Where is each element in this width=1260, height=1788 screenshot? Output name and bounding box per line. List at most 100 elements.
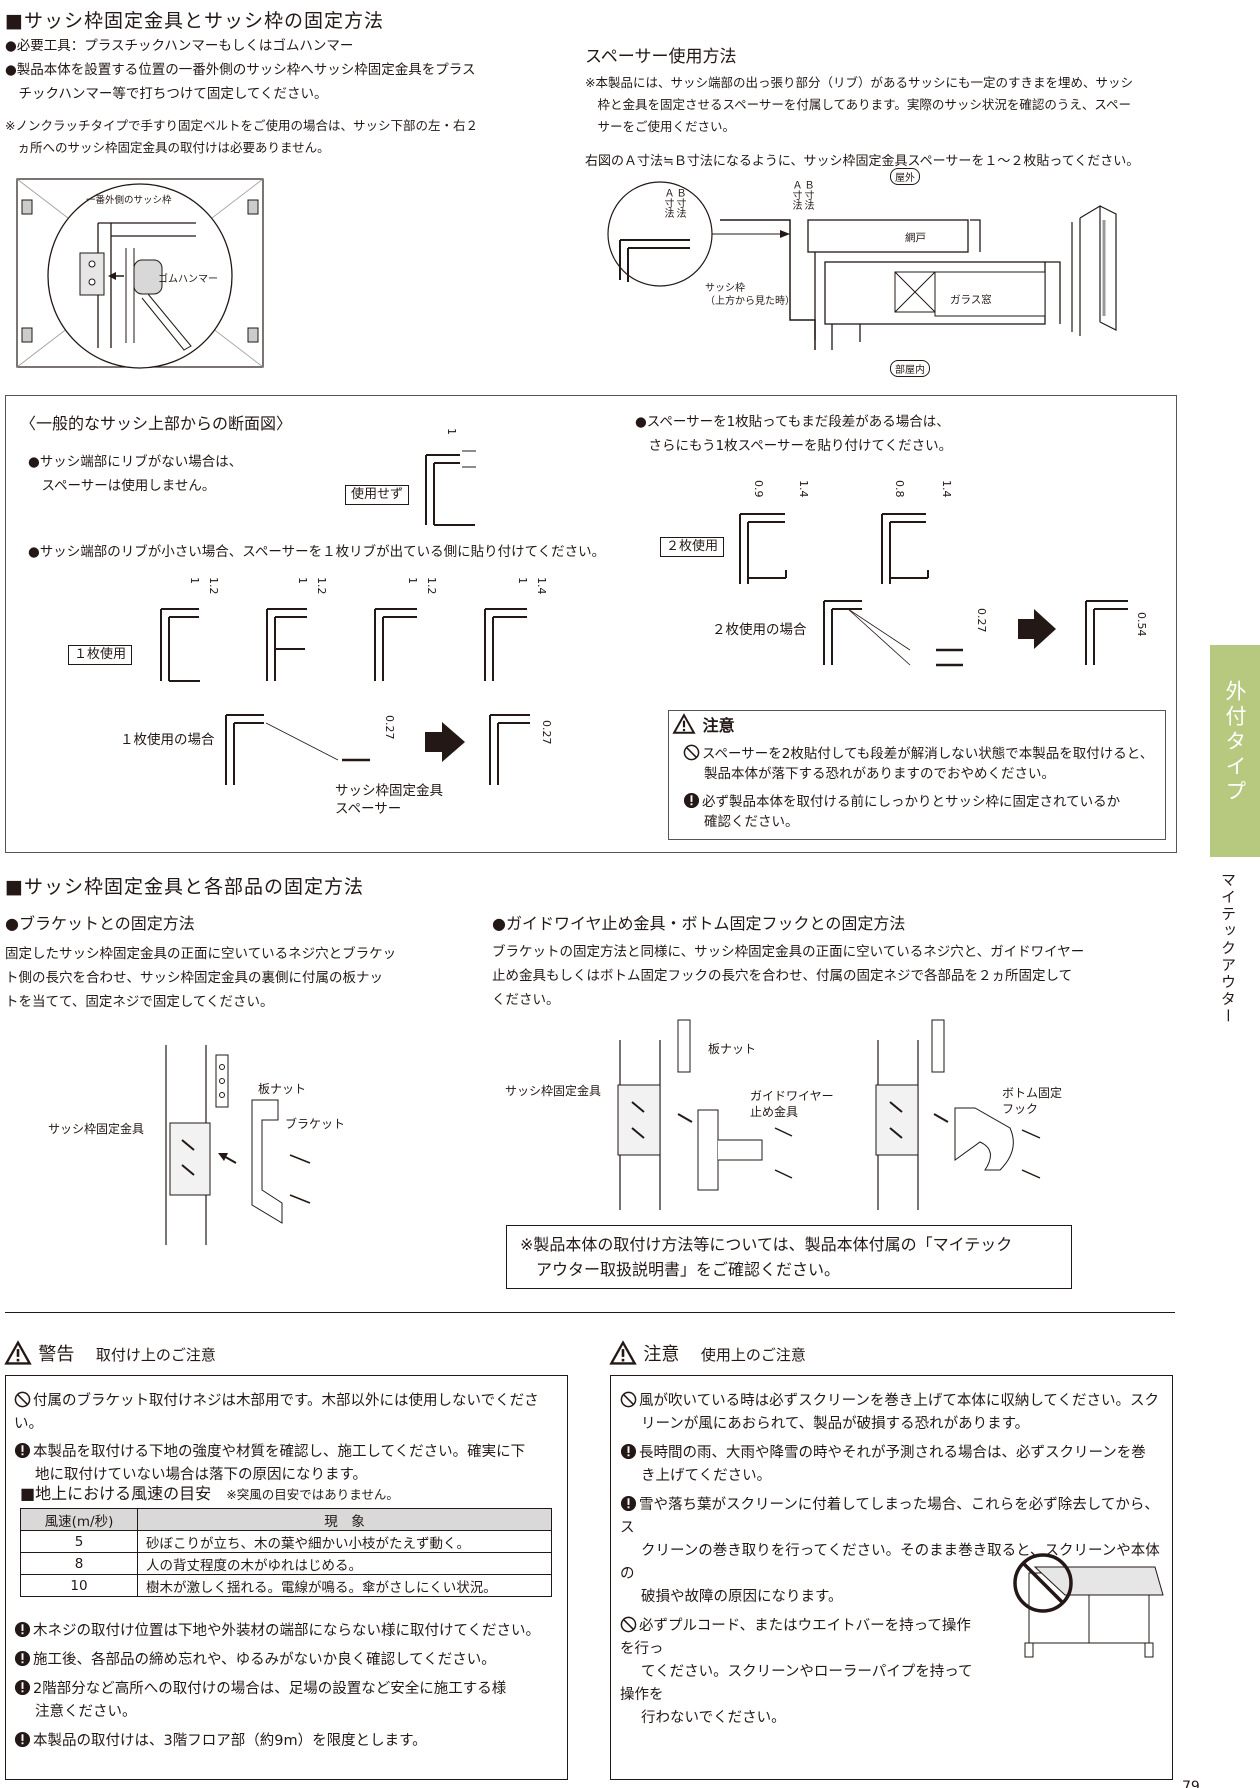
glass-label: ガラス窓 xyxy=(950,294,992,306)
no-rib-text: ●サッシ端部にリブがない場合は、 スペーサーは使用しません。 xyxy=(28,450,242,498)
dim-027-b: 0.27 xyxy=(540,720,553,745)
a-dim-label-circle: Ａ寸法 xyxy=(662,188,673,218)
frame-top-line2: （上方から見た時） xyxy=(705,296,795,307)
dim-a2: 1.2 xyxy=(207,577,220,595)
spacer-note-3: サーをご使用ください。 xyxy=(585,119,736,134)
caution-use-item-1: 風が吹いている時は必ずスクリーンを巻き上げて本体に収納してください。スク リーン… xyxy=(620,1390,1170,1436)
case-two-label: ２枚使用の場合 xyxy=(712,622,807,638)
cross-caution-2a: 必ず製品本体を取付ける前にしっかりとサッシ枠に固定されているか xyxy=(702,794,1121,810)
exclaim-icon xyxy=(14,1442,31,1459)
section1-title: ■サッシ枠固定金具とサッシ枠の固定方法 xyxy=(5,10,384,32)
cross-caution-1a: スペーサーを2枚貼付しても段差が解消しない状態で本製品を取付けると、 xyxy=(702,746,1154,762)
still-step-text: ●スペーサーを1枚貼ってもまだ段差がある場合は、 さらにもう1枚スペーサーを貼り… xyxy=(635,410,952,458)
exclaim-icon xyxy=(620,1443,637,1460)
two-spacer-profiles-svg xyxy=(739,513,929,584)
dim-027-a: 0.27 xyxy=(383,715,396,740)
side-tab: 外付タイプ xyxy=(1210,645,1260,857)
guide-stopper-label: ガイドワイヤー 止め金具 xyxy=(750,1088,834,1120)
one-spacer-profiles-svg xyxy=(160,608,527,682)
spacer-label-2: スペーサー xyxy=(335,801,402,817)
warning-item-4: 施工後、各部品の締め忘れや、ゆるみがないか良く確認してください。 xyxy=(14,1649,564,1672)
tag-two: ２枚使用 xyxy=(660,537,725,557)
dim-d2: 1.4 xyxy=(535,577,548,595)
corner-sketch-svg xyxy=(1071,204,1117,336)
dim-09: 0.9 xyxy=(752,480,765,498)
guide-line-1: ブラケットの固定方法と同様に、サッシ枠固定金具の正面に空いているネジ穴と、ガイド… xyxy=(492,944,1085,960)
guide-hook-1: ボトム固定 xyxy=(1002,1086,1063,1100)
tag-one: １枚使用 xyxy=(68,645,133,665)
prohibit-icon xyxy=(620,1616,637,1633)
caution-use-item-4: 必ずプルコード、またはウエイトバーを持って操作を行っ てください。スクリーンやロ… xyxy=(620,1616,973,1726)
section1-body: ●必要工具：プラスチックハンマーもしくはゴムハンマー ●製品本体を設置する位置の… xyxy=(5,34,565,106)
frame-top-line1: サッシ枠 xyxy=(705,283,745,294)
cross-caution-1b: 製品本体が落下する恐れがありますのでおやめください。 xyxy=(704,766,1055,782)
dim-a1: 1 xyxy=(188,577,201,584)
warning-triangle-icon xyxy=(4,1340,32,1365)
frame-top-label: サッシ枠 （上方から見た時） xyxy=(705,282,795,308)
cross-section-title: 〈一般的なサッシ上部からの断面図〉 xyxy=(20,414,293,433)
spacer-label: サッシ枠固定金具 スペーサー xyxy=(335,782,443,818)
dim-c2: 1.2 xyxy=(425,577,438,595)
caution-use-box xyxy=(610,1375,1173,1780)
a-dim-label: Ａ寸法 xyxy=(790,180,801,210)
bracket-body: 固定したサッシ枠固定金具の正面に空いているネジ穴とブラケッ ト側の長穴を合わせ、… xyxy=(5,942,425,1014)
no-rib-line-2: スペーサーは使用しません。 xyxy=(28,478,216,494)
side-tab-label: 外付タイプ xyxy=(1223,680,1247,805)
exclaim-icon xyxy=(14,1679,31,1696)
cross-caution-heading: 注意 xyxy=(672,712,735,736)
exclaim-icon xyxy=(14,1731,31,1748)
manual-note-1: ※製品本体の取付け方法等については、製品本体付属の「マイテック xyxy=(520,1235,1013,1254)
cross-caution-2b: 確認ください。 xyxy=(704,814,799,830)
bracket-line-3: トを当てて、固定ネジで固定してください。 xyxy=(5,994,274,1010)
exclaim-icon xyxy=(683,792,700,809)
manual-note-box xyxy=(506,1225,1072,1289)
spacer-note-2: 枠と金具を固定させるスペーサーを付属してあります。実際のサッシ状況を確認のうえ、… xyxy=(585,97,1132,112)
one-spacer-profiles: 1 1.2 1 1.2 1 1.2 1 1.4 xyxy=(155,575,625,685)
no-touch-screen-illustration xyxy=(1013,1553,1164,1658)
table-row: 10 樹木が激しく揺れる。電線が鳴る。傘がさしにくい状況。 xyxy=(20,1574,552,1597)
table-row: 8 人の背丈程度の木がゆれはじめる。 xyxy=(20,1552,552,1575)
exclaim-icon xyxy=(14,1621,31,1638)
guide-stopper-1: ガイドワイヤー xyxy=(750,1089,834,1103)
hammer-label: ゴムハンマー xyxy=(158,274,218,285)
dim-b2: 1.2 xyxy=(315,577,328,595)
spacer-instruction: 右図のＡ寸法≒Ｂ寸法になるように、サッシ枠固定金具スペーサーを１～２枚貼ってくだ… xyxy=(585,154,1140,169)
dim-08: 0.8 xyxy=(893,480,906,498)
wind-header-speed: 風速(m/秒) xyxy=(20,1508,138,1531)
tag-not-used: 使用せず xyxy=(345,485,410,505)
guide-figure-svg xyxy=(617,1019,1041,1210)
warning-box xyxy=(5,1375,568,1780)
warning-items-top: 付属のブラケット取付けネジは木部用です。木部以外には使用しないでください。 本製… xyxy=(14,1390,564,1487)
guide-stopper-2: 止め金具 xyxy=(750,1105,799,1119)
wind-note: ※突風の目安ではありません。 xyxy=(226,1487,399,1502)
still-step-2: さらにもう1枚スペーサーを貼り付けてください。 xyxy=(635,438,953,454)
bracket-line-2: ト側の長穴を合わせ、サッシ枠固定金具の裏側に付属の板ナッ xyxy=(5,970,383,986)
b-dim-label-circle: Ｂ寸法 xyxy=(674,188,685,218)
dim-027-c: 0.27 xyxy=(975,608,988,633)
warning-item-2: 本製品を取付ける下地の強度や材質を確認し、施工してください。確実に下 地に取付け… xyxy=(14,1441,564,1487)
profile-c xyxy=(374,608,417,681)
bracket-frame-fitting: サッシ枠固定金具 xyxy=(48,1122,145,1136)
still-step-1: ●スペーサーを1枚貼ってもまだ段差がある場合は、 xyxy=(635,414,950,430)
spacer-title: スペーサー使用方法 xyxy=(585,47,737,67)
small-rib-text: ●サッシ端部のリブが小さい場合、スペーサーを１枚リブが出ている側に貼り付けてくだ… xyxy=(28,544,606,560)
two-spacer-result-svg xyxy=(823,600,1128,667)
dim-b1: 1 xyxy=(296,577,309,584)
guide-frame-fitting: サッシ枠固定金具 xyxy=(505,1084,602,1098)
page-number: 79 xyxy=(1182,1779,1200,1788)
manual-note-2: アウター取扱説明書」をご確認ください。 xyxy=(520,1260,841,1279)
screen-label: 網戸 xyxy=(905,232,926,244)
guide-line-2: 止め金具もしくはボトム固定フックの長穴を合わせ、付属の固定ネジで各部品を２ヵ所固… xyxy=(492,968,1073,984)
profile-no-spacer-svg xyxy=(425,450,476,526)
guide-hook-2: フック xyxy=(1002,1102,1039,1116)
dim-14-a: 1.4 xyxy=(797,480,810,498)
section1-note: ※ノンクラッチタイプで手すり固定ベルトをご使用の場合は、サッシ下部の左・右２ ヵ… xyxy=(5,115,565,159)
profile-b xyxy=(266,608,307,681)
hammer-figure-svg xyxy=(16,178,264,369)
bracket-plate-nut: 板ナット xyxy=(258,1082,307,1096)
wind-heading: ■地上における風速の目安 ※突風の目安ではありません。 xyxy=(20,1480,399,1504)
guide-plate-nut: 板ナット xyxy=(708,1042,757,1056)
spacer-label-1: サッシ枠固定金具 xyxy=(335,783,443,799)
caution-use-items: 風が吹いている時は必ずスクリーンを巻き上げて本体に収納してください。スク リーン… xyxy=(620,1390,1170,1730)
spacer-note: ※本製品には、サッシ端部の出っ張り部分（リブ）があるサッシにも一定のすきまを埋め… xyxy=(585,72,1185,138)
